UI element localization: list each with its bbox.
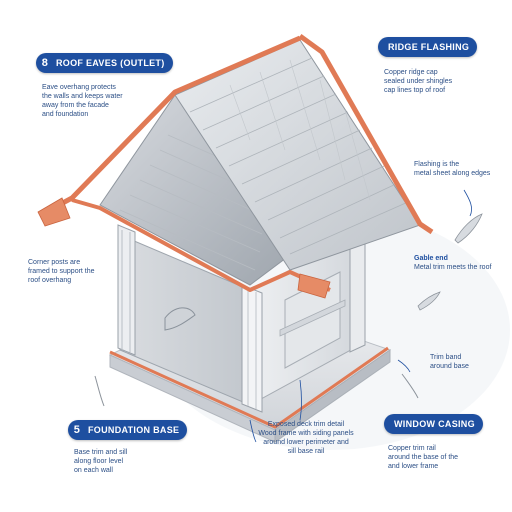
callout-label: ROOF EAVES (OUTLET) <box>56 58 165 68</box>
note-line: roof overhang <box>28 277 72 284</box>
note-line: framed to support the <box>28 268 95 275</box>
note-line: around the base of the <box>388 454 459 461</box>
note-line: and lower frame <box>388 463 439 470</box>
copper-ridge-trim <box>298 33 434 235</box>
note-flashing: Flashing is the metal sheet along edges <box>414 160 490 178</box>
note-base-trim: Base trim and sill along floor level on … <box>74 448 127 475</box>
note-ridge-flashing: Copper ridge cap sealed under shingles c… <box>384 68 452 95</box>
copper-base-rail <box>109 346 389 429</box>
note-line: Gable end <box>414 255 448 262</box>
callout-label: FOUNDATION BASE <box>88 425 180 435</box>
feather-mark-3 <box>401 373 419 399</box>
note-gable-end: Gable end Metal trim meets the roof <box>414 254 491 272</box>
callout-number: 5 <box>73 424 81 436</box>
note-line: around lower perimeter and <box>263 439 349 446</box>
note-line: Metal trim meets the roof <box>414 264 492 271</box>
callout-roof-eaves: 8 ROOF EAVES (OUTLET) <box>36 53 173 73</box>
corner-post-center <box>241 284 263 413</box>
note-corner-posts: Corner posts are framed to support the r… <box>28 258 95 285</box>
eave-bracket-right <box>297 273 331 299</box>
note-line: on each wall <box>74 467 113 474</box>
note-deck-trim: Exposed deck trim detail Wood frame with… <box>246 420 366 456</box>
base-deck-side-edge <box>274 349 391 443</box>
note-line: cap lines top of roof <box>384 87 446 94</box>
note-line: Wood frame with siding panels <box>258 430 354 437</box>
note-line: sealed under shingles <box>384 78 453 85</box>
eave-bracket-left <box>37 197 71 227</box>
note-line: Copper ridge cap <box>384 69 438 76</box>
note-line: Trim band <box>430 354 462 361</box>
wall-ornament <box>164 307 196 331</box>
note-copper-rail: Copper trim rail around the base of the … <box>388 444 458 471</box>
callout-number: 8 <box>41 57 49 69</box>
leader-lines <box>249 189 472 443</box>
feather-mark-1 <box>454 213 483 244</box>
note-line: and foundation <box>42 111 89 118</box>
note-line: along floor level <box>74 458 124 465</box>
roof-shingles <box>189 57 409 255</box>
callout-foundation-base: 5 FOUNDATION BASE <box>68 420 188 440</box>
callout-label: WINDOW CASING <box>394 419 475 429</box>
note-line: Copper trim rail <box>388 445 436 452</box>
feather-mark-4 <box>94 375 105 407</box>
note-line: away from the facade <box>42 102 109 109</box>
note-line: Flashing is the <box>414 161 460 168</box>
corner-post-right <box>349 232 366 353</box>
note-line: around base <box>430 363 469 370</box>
note-line: Corner posts are <box>28 259 81 266</box>
note-line: Exposed deck trim detail <box>267 421 345 428</box>
callout-label: RIDGE FLASHING <box>388 42 470 52</box>
note-roof-eaves: Eave overhang protects the walls and kee… <box>42 83 123 119</box>
note-line: Eave overhang protects <box>42 84 116 91</box>
note-line: Base trim and sill <box>74 449 128 456</box>
callout-ridge-flashing: RIDGE FLASHING <box>378 37 478 57</box>
note-line: sill base rail <box>287 448 325 455</box>
note-line: metal sheet along edges <box>414 170 491 177</box>
feather-mark-2 <box>417 291 441 311</box>
corner-post-left <box>117 224 136 356</box>
note-trim-band: Trim band around base <box>430 353 469 371</box>
sill-ledge <box>279 299 346 337</box>
note-line: the walls and keeps water <box>42 93 123 100</box>
callout-window-casing: WINDOW CASING <box>384 414 483 434</box>
